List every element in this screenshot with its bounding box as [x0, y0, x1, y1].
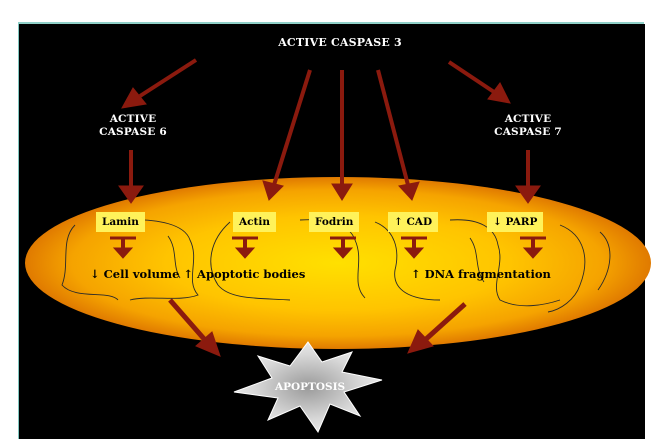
- caspase-6-line-2: CASPASE 6: [99, 126, 167, 138]
- caspase-7-line-2: CASPASE 7: [494, 126, 562, 138]
- caspase-7-line-1: ACTIVE: [504, 113, 552, 125]
- active-caspase-7-label: ACTIVE CASPASE 7: [494, 113, 562, 139]
- substrate-lamin: Lamin: [96, 212, 145, 232]
- cell-ellipse: [25, 177, 651, 349]
- activation-arrows: [118, 58, 541, 204]
- frame-top-border: [18, 22, 644, 24]
- active-caspase-3-label: ACTIVE CASPASE 3: [278, 36, 402, 49]
- substrate-fodrin: Fodrin: [309, 212, 360, 232]
- caspase-6-line-1: ACTIVE: [109, 113, 157, 125]
- substrate-actin: Actin: [233, 212, 277, 232]
- outcome-arrows: [168, 298, 467, 357]
- effect-dna-fragmentation: ↑ DNA fragmentation: [411, 267, 551, 281]
- effect-cell-volume-apoptotic-bodies: ↓ Cell volume ↑ Apoptotic bodies: [90, 267, 306, 281]
- substrate-cad: ↑ CAD: [388, 212, 439, 232]
- apoptosis-label: APOPTOSIS: [274, 381, 346, 393]
- apoptosis-starburst: [233, 341, 383, 434]
- substrate-parp: ↓ PARP: [487, 212, 544, 232]
- active-caspase-6-label: ACTIVE CASPASE 6: [99, 113, 167, 139]
- substrate-arrows: [110, 236, 546, 259]
